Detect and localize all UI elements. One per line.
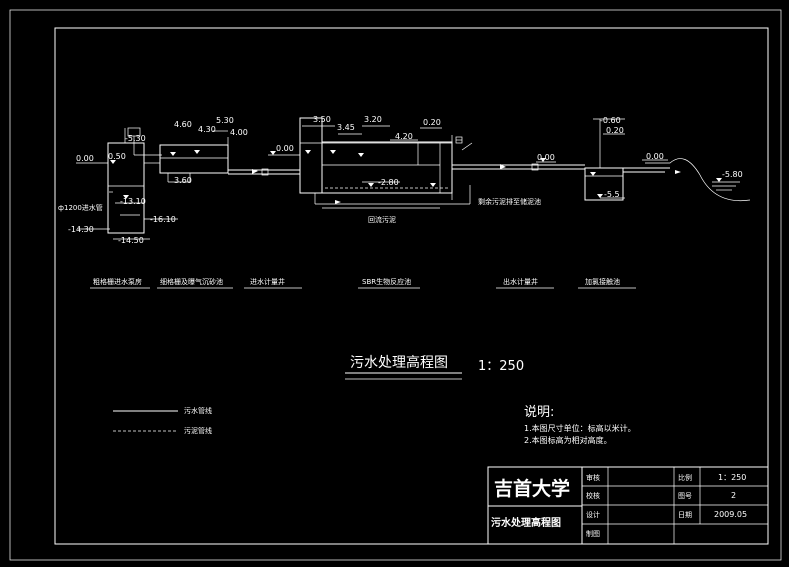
- process-profile: 0.00 0.50 -5.30 -13.10 -16.10 -14.30 -14…: [58, 115, 751, 245]
- elev-label: 0.20: [606, 126, 624, 135]
- unit-label: 粗格栅进水泵房: [93, 277, 142, 286]
- outer-frame: [9, 9, 782, 561]
- elev-label: -16.10: [150, 215, 176, 224]
- field-label: 设计: [586, 510, 600, 519]
- elev-label: 0.00: [537, 153, 555, 162]
- elev-label: 0.50: [108, 152, 126, 161]
- scale-value: 1：250: [718, 473, 746, 482]
- unit-labels: 粗格栅进水泵房 细格栅及曝气沉砂池 进水计量井 SBR生物反应池 出水计量井 加…: [90, 277, 636, 289]
- elev-label: -2.80: [378, 178, 399, 187]
- elev-label: 4.20: [395, 132, 413, 141]
- title-block-drawing-name: 污水处理高程图: [491, 516, 561, 529]
- note-item: 1.本图尺寸单位：标高以米计。: [524, 423, 636, 433]
- legend-label: 污水管线: [184, 406, 212, 415]
- elev-label: 0.00: [76, 154, 94, 163]
- elev-label: 0.20: [423, 118, 441, 127]
- elev-label: 5.30: [216, 116, 234, 125]
- unit-label: SBR生物反应池: [362, 277, 411, 286]
- elev-label: -13.10: [120, 197, 146, 206]
- unit-label: 细格栅及曝气沉砂池: [160, 277, 223, 286]
- field-label: 校核: [586, 491, 600, 500]
- notes: 说明: 1.本图尺寸单位：标高以米计。 2.本图标高为相对高度。: [524, 405, 636, 445]
- inner-frame: [54, 27, 769, 545]
- field-label: 图号: [678, 492, 692, 500]
- sbr-tank: [299, 117, 323, 194]
- elev-label: 4.30: [198, 125, 216, 134]
- unit-label: 加氯接触池: [585, 277, 620, 286]
- legend-label: 污泥管线: [184, 426, 212, 435]
- elev-label: 0.00: [276, 144, 294, 153]
- chlorine-tank: [584, 167, 624, 201]
- school-name: 吉首大学: [494, 477, 570, 500]
- pump-house: [107, 142, 145, 234]
- return-sludge-label: 回流污泥: [368, 215, 396, 224]
- field-label: 制图: [586, 529, 600, 538]
- date-value: 2009.05: [714, 510, 747, 519]
- elev-label: 3.50: [313, 115, 331, 124]
- elev-label: 3.45: [337, 123, 355, 132]
- number-value: 2: [731, 491, 736, 500]
- title-block: 吉首大学 污水处理高程图 审核 校核 设计 制图 比例 图号 日期 1：250 …: [487, 466, 769, 545]
- elev-label: 3.60: [174, 176, 192, 185]
- excess-sludge-label: 剩余污泥排至储泥池: [478, 197, 541, 206]
- note-item: 2.本图标高为相对高度。: [524, 435, 612, 445]
- field-label: 审核: [586, 473, 600, 482]
- drawing-title: 污水处理高程图: [350, 354, 448, 371]
- unit-label: 出水计量井: [503, 277, 538, 286]
- unit-label: 进水计量井: [250, 277, 285, 286]
- notes-title: 说明:: [524, 405, 554, 420]
- field-label: 日期: [678, 511, 692, 519]
- elev-label: -5.5: [604, 190, 620, 199]
- field-label: 比例: [678, 473, 692, 482]
- grit-chamber: [159, 144, 229, 174]
- elev-label: -14.50: [118, 236, 144, 245]
- drawing-scale: 1：250: [478, 359, 524, 374]
- inlet-pipe-label: ф1200进水管: [58, 203, 103, 212]
- elev-label: 3.20: [364, 115, 382, 124]
- legend: 污水管线 污泥管线: [113, 406, 212, 435]
- elev-label: 0.00: [646, 152, 664, 161]
- elev-label: -5.30: [125, 134, 146, 143]
- elev-label: 4.00: [230, 128, 248, 137]
- elev-label: -5.80: [722, 170, 743, 179]
- elev-label: 4.60: [174, 120, 192, 129]
- elev-label: -0.60: [600, 116, 621, 125]
- elev-label: -14.30: [68, 225, 94, 234]
